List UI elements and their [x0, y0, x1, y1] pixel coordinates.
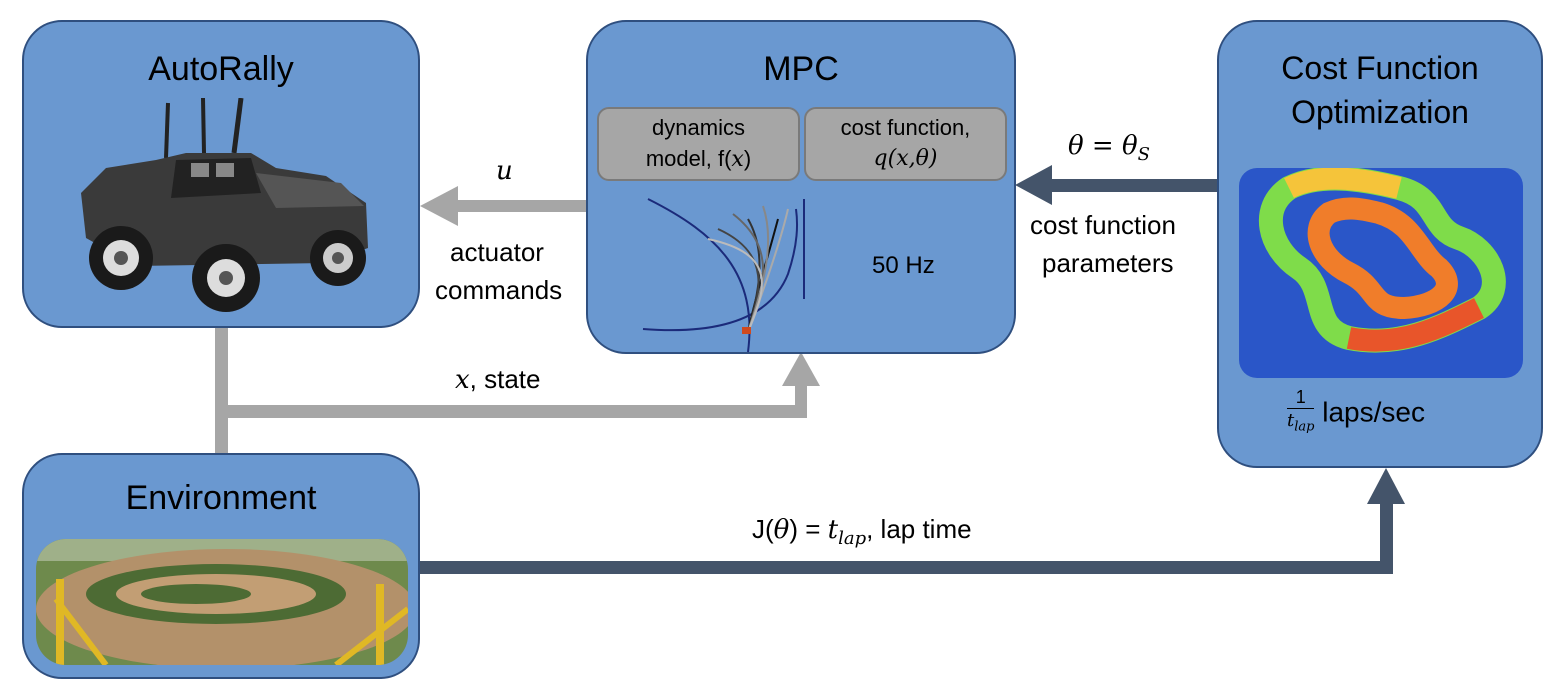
lap-rate-units: laps/sec [1322, 396, 1425, 428]
dynamics-model-block: dynamics model, f(x) [597, 107, 800, 181]
cost-heatmap-image [1239, 168, 1523, 378]
mpc-box: MPC dynamics model, f(x) cost function, … [586, 20, 1016, 354]
state-label: x, state [455, 364, 541, 395]
environment-box: Environment [22, 453, 420, 679]
theta-arrow-head [1015, 165, 1052, 205]
actuator-label-line2: commands [435, 275, 563, 305]
params-label-line1: cost function [1030, 210, 1176, 240]
state-horizontal [215, 405, 807, 418]
lap-rate-label: 1 tlap laps/sec [1287, 386, 1425, 439]
state-vertical-right [795, 384, 807, 418]
cost-optimization-box: Cost Function Optimization 1 tlap laps/s… [1217, 20, 1543, 468]
cost-line1: cost function, [840, 115, 971, 140]
cost-expr: q(x,θ) [873, 146, 938, 171]
cost-function-block: cost function, q(x,θ) [804, 107, 1007, 181]
theta-arrow-shaft [1048, 179, 1220, 192]
theta-label: θ = θS [1068, 131, 1150, 166]
environment-title: Environment [125, 479, 317, 517]
cost-opt-title-line2: Optimization [1291, 94, 1469, 130]
state-vertical-left [215, 325, 228, 457]
state-arrow-head [782, 352, 820, 386]
dynamics-line1: dynamics [652, 115, 745, 140]
mpc-trajectory-plot [642, 198, 805, 353]
laptime-arrow-head [1367, 468, 1405, 504]
dynamics-line2: model, f(x) [645, 146, 752, 172]
params-label-line2: parameters [1042, 248, 1174, 278]
race-track-image [36, 539, 408, 665]
laptime-vertical [1380, 500, 1393, 574]
u-label: u [496, 156, 513, 186]
mpc-rate: 50 Hz [872, 252, 935, 279]
autorally-box: AutoRally [22, 20, 420, 328]
frac-num: 1 [1287, 386, 1315, 409]
laptime-label: J(θ) = tlap, lap time [752, 514, 972, 550]
laptime-horizontal [415, 561, 1392, 574]
actuator-arrow-shaft [455, 200, 589, 212]
frac-den: tlap [1287, 410, 1315, 435]
cost-opt-title-line1: Cost Function [1281, 50, 1479, 86]
actuator-arrow-head [420, 186, 458, 226]
autorally-title: AutoRally [148, 50, 294, 88]
mpc-title: MPC [763, 50, 839, 88]
autorally-truck-image [81, 98, 368, 312]
actuator-label-line1: actuator [450, 237, 544, 267]
lap-rate-fraction: 1 tlap [1287, 386, 1315, 439]
